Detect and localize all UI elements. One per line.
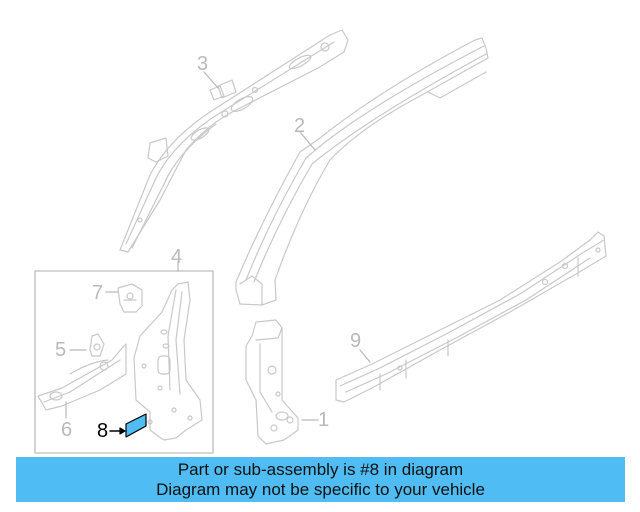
callout-9: 9	[350, 330, 362, 352]
banner-line-1: Part or sub-assembly is #8 in diagram	[177, 460, 464, 479]
callout-leaders	[65, 71, 371, 421]
callout-7: 7	[92, 282, 104, 304]
callout-1: 1	[318, 409, 330, 431]
part-5-clip	[89, 333, 105, 357]
part-7-bracket	[117, 283, 143, 313]
part-3-roof-rail	[119, 29, 349, 253]
callout-5: 5	[55, 339, 67, 361]
callout-2: 2	[294, 115, 306, 137]
part-1-b-pillar-lower	[245, 319, 299, 445]
part-9-rocker-panel	[335, 231, 607, 403]
part-8-highlighted	[109, 413, 147, 438]
inset-box	[34, 270, 214, 454]
callout-8: 8	[97, 420, 109, 442]
part-6-gusset	[37, 343, 127, 411]
info-banner: Part or sub-assembly is #8 in diagram Di…	[16, 457, 625, 502]
part-2-a-pillar	[235, 37, 489, 306]
part-4-inner-panel	[133, 281, 203, 441]
banner-line-2: Diagram may not be specific to your vehi…	[156, 480, 485, 499]
callout-3: 3	[197, 53, 209, 75]
callout-4: 4	[171, 246, 183, 268]
callout-6: 6	[61, 419, 73, 441]
